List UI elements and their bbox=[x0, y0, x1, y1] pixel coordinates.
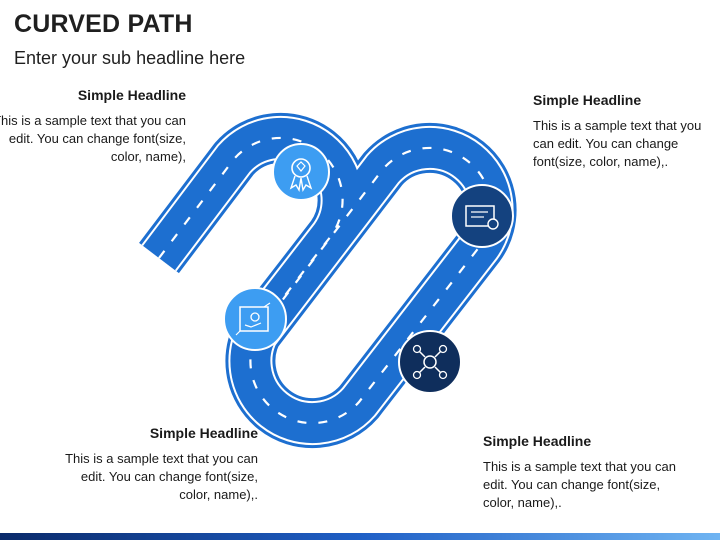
drone-icon bbox=[398, 330, 462, 394]
block-3-text: This is a sample text that you can edit.… bbox=[65, 451, 258, 502]
page-title: CURVED PATH bbox=[14, 10, 193, 38]
text-block-1: Simple Headline This is a sample text th… bbox=[0, 86, 186, 166]
block-2-heading: Simple Headline bbox=[533, 92, 642, 108]
certificate-icon bbox=[450, 184, 514, 248]
block-2-text: This is a sample text that you can edit.… bbox=[533, 118, 702, 169]
blueprint-icon bbox=[223, 287, 287, 351]
block-4-heading: Simple Headline bbox=[483, 433, 592, 449]
text-block-2: Simple Headline This is a sample text th… bbox=[533, 91, 713, 171]
text-block-4: Simple Headline This is a sample text th… bbox=[483, 432, 683, 512]
award-ribbon-icon bbox=[272, 143, 330, 201]
footer-gradient-bar bbox=[0, 533, 720, 540]
block-4-text: This is a sample text that you can edit.… bbox=[483, 459, 676, 510]
block-1-text: This is a sample text that you can edit.… bbox=[0, 113, 186, 164]
block-3-heading: Simple Headline bbox=[149, 425, 258, 441]
text-block-3: Simple Headline This is a sample text th… bbox=[58, 424, 258, 504]
road-body bbox=[139, 112, 517, 449]
page-subtitle: Enter your sub headline here bbox=[14, 48, 246, 68]
block-1-heading: Simple Headline bbox=[77, 87, 186, 103]
